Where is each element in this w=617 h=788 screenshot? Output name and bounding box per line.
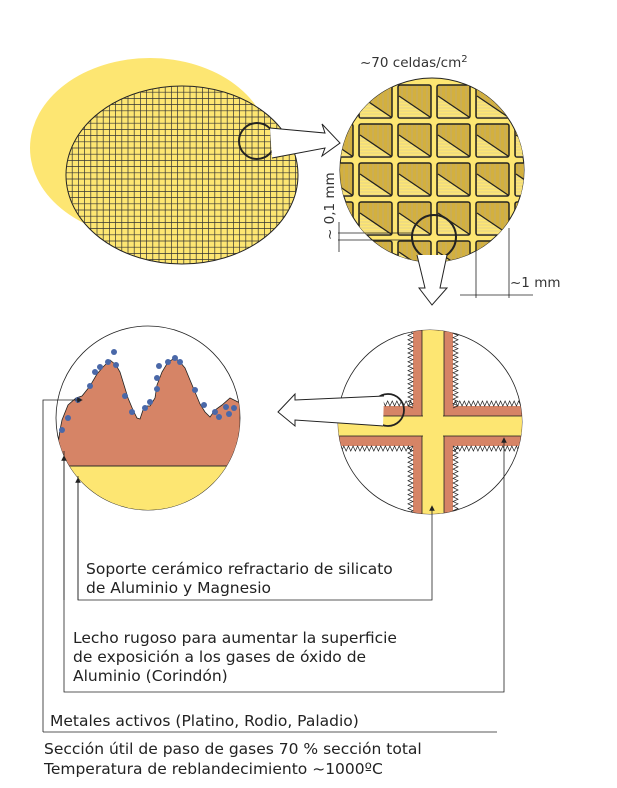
cell [358,123,393,158]
zoom-arrow-down [416,254,449,306]
temperature-label: Temperatura de reblandecimiento ~1000ºC [43,760,383,778]
cell [397,162,432,197]
metal-particle [142,405,148,411]
cell [359,280,392,313]
metal-particle [172,355,178,361]
metal-particle [92,369,98,375]
cell-pitch-label: ~1 mm [510,275,561,291]
active-metal-particles [59,349,237,433]
cell [436,84,471,119]
cell [397,240,432,262]
pitch-dimension [460,228,533,298]
metal-particle [113,362,119,368]
cell [340,84,354,119]
cell [437,280,470,313]
metal-particle [212,409,218,415]
cell [475,84,510,119]
metal-particle [87,383,93,389]
washcoat-label: Lecho rugoso para aumentar la superficie… [73,629,397,685]
metal-particle [192,387,198,393]
section-label: Sección útil de paso de gases 70 % secci… [44,740,422,758]
metals-label: Metales activos (Platino, Rodio, Paladio… [50,712,359,730]
cell [397,84,432,119]
washcoat-roughness [407,330,414,409]
metal-particle [223,404,229,410]
metal-particle [156,363,162,369]
cell [514,162,524,197]
metal-particle [216,414,222,420]
cell [320,280,353,313]
metal-particle [154,386,160,392]
cell [475,201,510,236]
cell [358,162,393,197]
zoom-arrow-left [277,392,385,428]
cell [436,201,471,236]
washcoat-roughness [452,400,522,407]
metal-particle [147,399,153,405]
cell-wall-cross-section [277,329,523,515]
metal-particle [177,359,183,365]
metal-particle [226,411,232,417]
washcoat-roughness [452,445,522,452]
wall-dimension [338,222,412,252]
metal-particle [165,359,171,365]
cell [340,240,354,262]
metal-particle [129,409,135,415]
cell [514,123,524,158]
zoom-arrow-right [269,123,341,159]
cell [475,162,510,197]
cell [436,162,471,197]
cell-detail: ~70 celdas/cm2 ~ 0,1 mm ~1 mm [320,54,561,313]
cell [397,123,432,158]
washcoat-roughness [452,445,459,514]
cell [514,201,524,236]
metal-particle [201,402,207,408]
washcoat-roughness [407,445,414,514]
metal-particle [65,415,71,421]
washcoat-closeup [55,325,241,511]
cell [514,84,524,119]
cell [476,280,509,313]
metal-particle [111,349,117,355]
cell [397,201,432,236]
wall-thickness-label: ~ 0,1 mm [322,172,338,240]
cell [514,240,524,262]
cell [358,201,393,236]
metal-particle [105,359,111,365]
support-label: Soporte cerámico refractario de silicato… [86,560,393,597]
cell-density-label: ~70 celdas/cm2 [360,54,468,71]
metal-particle [231,405,237,411]
cell [475,123,510,158]
monolith-substrate [30,58,341,265]
cell [436,123,471,158]
metal-particle [122,393,128,399]
metal-particle [97,364,103,370]
cell [358,84,393,119]
metal-particle [59,427,65,433]
leader-lines [42,397,507,733]
metal-particle [154,375,160,381]
cell [358,240,393,262]
washcoat-roughness [338,445,414,452]
monolith-front [65,85,299,265]
cell [475,240,510,262]
washcoat-roughness [452,330,459,409]
